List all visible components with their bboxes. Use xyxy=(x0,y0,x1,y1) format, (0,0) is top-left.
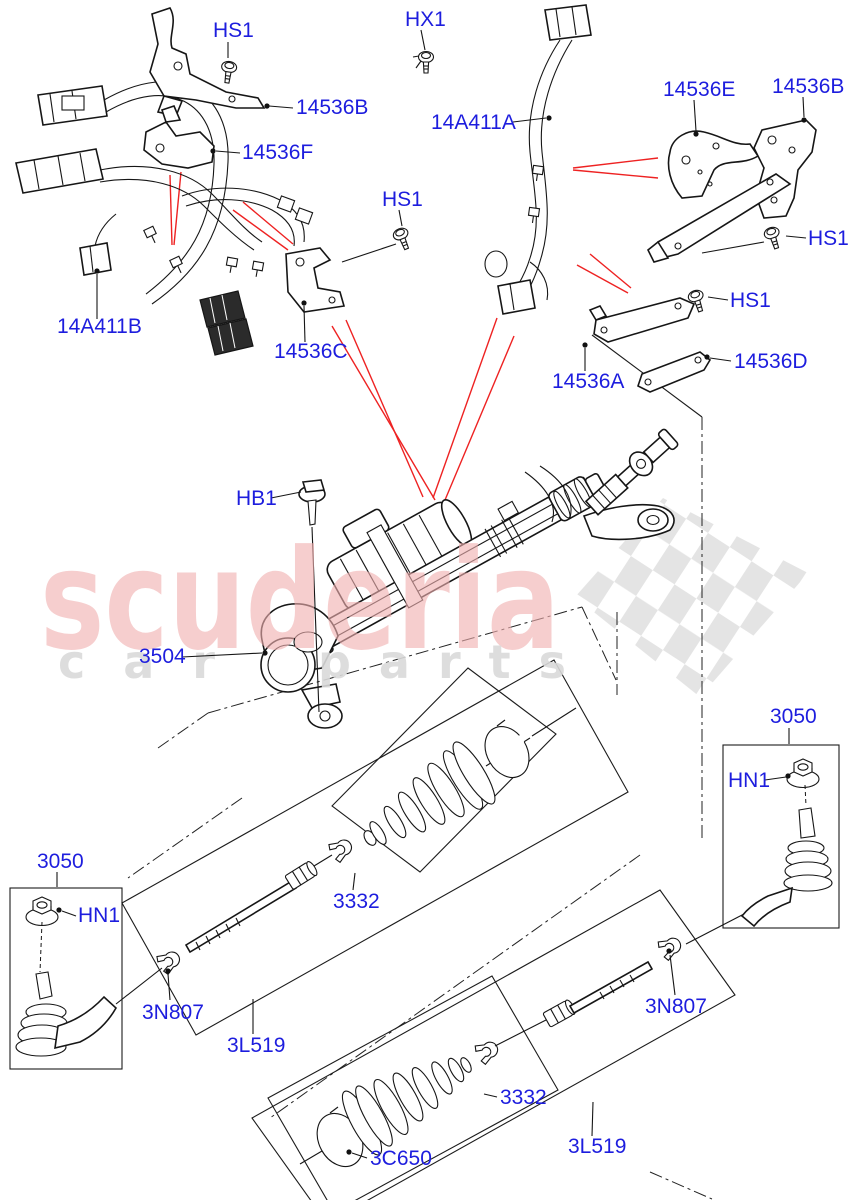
inner-tie-rod-right xyxy=(542,960,654,1028)
part-label-3504: 3504 xyxy=(139,645,186,668)
wiring-harness-center xyxy=(181,187,314,277)
tie-rod-end-left xyxy=(15,896,163,1057)
wiring-harness-left xyxy=(15,81,263,356)
part-label-14536e: 14536E xyxy=(663,78,735,101)
part-labels: HS1 14536B 14536F HX1 14A411A 14536E 145… xyxy=(37,8,848,1170)
bracket-14536b-right xyxy=(753,119,817,219)
wiring-harness-right xyxy=(484,4,592,315)
part-label-hs1-right-lower: HS1 xyxy=(730,289,771,312)
screw-hx1-icon xyxy=(412,50,435,74)
boot-kit-box-upper xyxy=(331,667,557,873)
part-label-hn1-left: HN1 xyxy=(78,904,120,927)
bracket-14536c xyxy=(285,247,346,313)
part-label-hb1: HB1 xyxy=(236,487,277,510)
part-label-14536a: 14536A xyxy=(552,370,624,393)
steering-gear-assembly xyxy=(260,428,679,729)
screw-hs1-right-upper-icon xyxy=(762,224,785,252)
bracket-14536e xyxy=(667,130,760,199)
part-label-3n807-left: 3N807 xyxy=(142,1001,204,1024)
boot-clamp-lower xyxy=(472,1036,503,1066)
tie-rod-assembly-right xyxy=(299,758,833,1168)
inner-rod-kit-box-left xyxy=(121,659,629,1036)
boot-clamp-upper xyxy=(326,834,357,864)
part-label-3n807-right: 3N807 xyxy=(645,995,707,1018)
part-label-3l519-bottom: 3L519 xyxy=(568,1135,626,1158)
bracket-14536f xyxy=(143,105,215,169)
boot-kit-box-lower xyxy=(267,975,559,1200)
part-label-3l519-left: 3L519 xyxy=(227,1034,285,1057)
boot-ring-upper xyxy=(484,719,530,778)
boot-ring-lower xyxy=(299,1106,364,1168)
steering-boot-lower xyxy=(341,1057,472,1156)
part-label-14a411b: 14A411B xyxy=(57,315,142,338)
tie-rod-end-box-left xyxy=(9,887,123,1070)
part-label-3c650: 3C650 xyxy=(370,1147,432,1170)
watermark-brand-text: scuderia xyxy=(40,520,560,681)
part-label-hs1-top-left: HS1 xyxy=(213,19,254,42)
bracket-14536a xyxy=(588,297,696,343)
leader-lines xyxy=(56,29,807,1159)
part-label-hs1-right-upper: HS1 xyxy=(808,227,848,250)
part-label-hx1: HX1 xyxy=(405,8,446,31)
part-label-14536b-right: 14536B xyxy=(772,75,844,98)
tie-rod-end-right xyxy=(740,758,833,928)
bracket-lower-right-rail xyxy=(646,173,792,263)
part-label-hn1-right: HN1 xyxy=(728,769,770,792)
watermark-sub-text-parts: parts xyxy=(318,635,594,689)
part-label-3050-right: 3050 xyxy=(770,705,817,728)
part-label-14536b-left: 14536B xyxy=(296,96,368,119)
part-label-3050-left: 3050 xyxy=(37,850,84,873)
kit-boxes xyxy=(9,659,840,1200)
bolt-hb1 xyxy=(298,479,326,713)
part-label-14536c: 14536C xyxy=(274,340,348,363)
part-label-3332-mid: 3332 xyxy=(333,890,380,913)
part-label-14536f: 14536F xyxy=(242,141,313,164)
inner-rod-kit-box-right xyxy=(251,889,736,1200)
bracket-14536d xyxy=(637,351,712,393)
brand-watermark: scuderia car parts xyxy=(40,520,594,689)
screw-hs1-top-left-icon xyxy=(218,59,238,85)
part-label-3332-bottom: 3332 xyxy=(500,1086,547,1109)
part-label-14a411a: 14A411A xyxy=(431,111,516,134)
watermark-sub-text-car: car xyxy=(58,635,253,689)
steering-boot-upper xyxy=(363,737,531,846)
part-label-14536d: 14536D xyxy=(734,350,808,373)
screw-hs1-mid-icon xyxy=(391,225,415,253)
tie-rod-assembly-left xyxy=(15,707,577,1057)
inner-tie-rod-left xyxy=(184,854,333,954)
part-label-hs1-mid-left: HS1 xyxy=(382,188,423,211)
red-pointer-arrows xyxy=(169,157,659,501)
tie-rod-end-box-right xyxy=(722,744,840,929)
